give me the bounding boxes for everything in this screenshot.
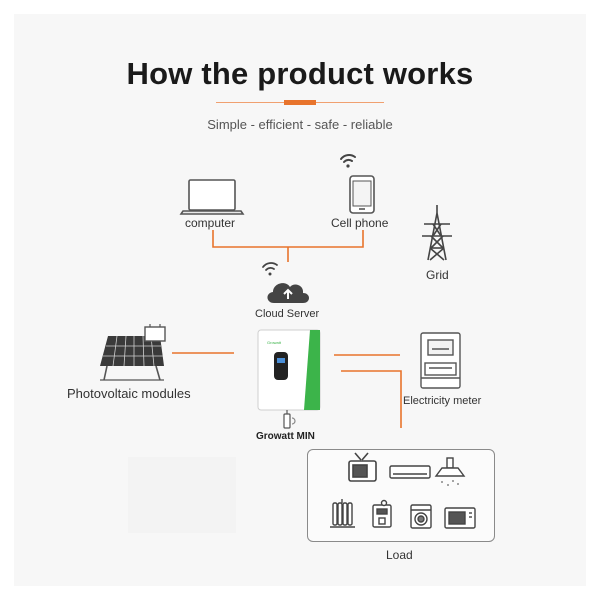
load-label: Load	[386, 548, 413, 562]
cloud-wifi-icon	[262, 262, 278, 276]
range-hood-icon	[434, 457, 466, 486]
line-computer-phone	[212, 230, 364, 248]
coffee-machine-icon	[372, 499, 392, 528]
photovoltaic-label: Photovoltaic modules	[67, 386, 191, 401]
power-tower-icon	[422, 205, 452, 261]
inverter-label: Growatt MIN	[256, 431, 315, 442]
line-inverter-load	[341, 370, 402, 428]
page-subtitle: Simple - efficient - safe - reliable	[207, 117, 393, 132]
electricity-meter-icon	[420, 332, 461, 389]
washing-machine-icon	[410, 504, 432, 529]
cell-phone-label: Cell phone	[331, 216, 389, 230]
wifi-dongle-icon	[283, 410, 296, 429]
title-underline-accent	[284, 100, 316, 105]
cell-phone-icon	[349, 175, 375, 214]
grid-label: Grid	[426, 268, 449, 282]
inverter-brand-mark: Growatt	[267, 340, 282, 345]
air-conditioner-icon	[389, 465, 431, 479]
heater-icon	[330, 499, 355, 528]
inverter-icon: Growatt	[257, 329, 321, 411]
solar-panel-icon	[100, 324, 166, 381]
electricity-meter-label: Electricity meter	[403, 395, 482, 407]
cloud-upload-icon	[267, 283, 309, 303]
tv-icon	[348, 452, 377, 482]
page-title: How the product works	[126, 56, 474, 91]
connector-lines	[172, 230, 402, 428]
computer-icon	[179, 179, 245, 215]
faint-placeholder-box	[128, 457, 236, 533]
computer-label: computer	[185, 216, 236, 230]
wifi-icon	[340, 154, 356, 168]
microwave-icon	[444, 507, 476, 529]
cloud-server-label: Cloud Server	[255, 308, 320, 320]
